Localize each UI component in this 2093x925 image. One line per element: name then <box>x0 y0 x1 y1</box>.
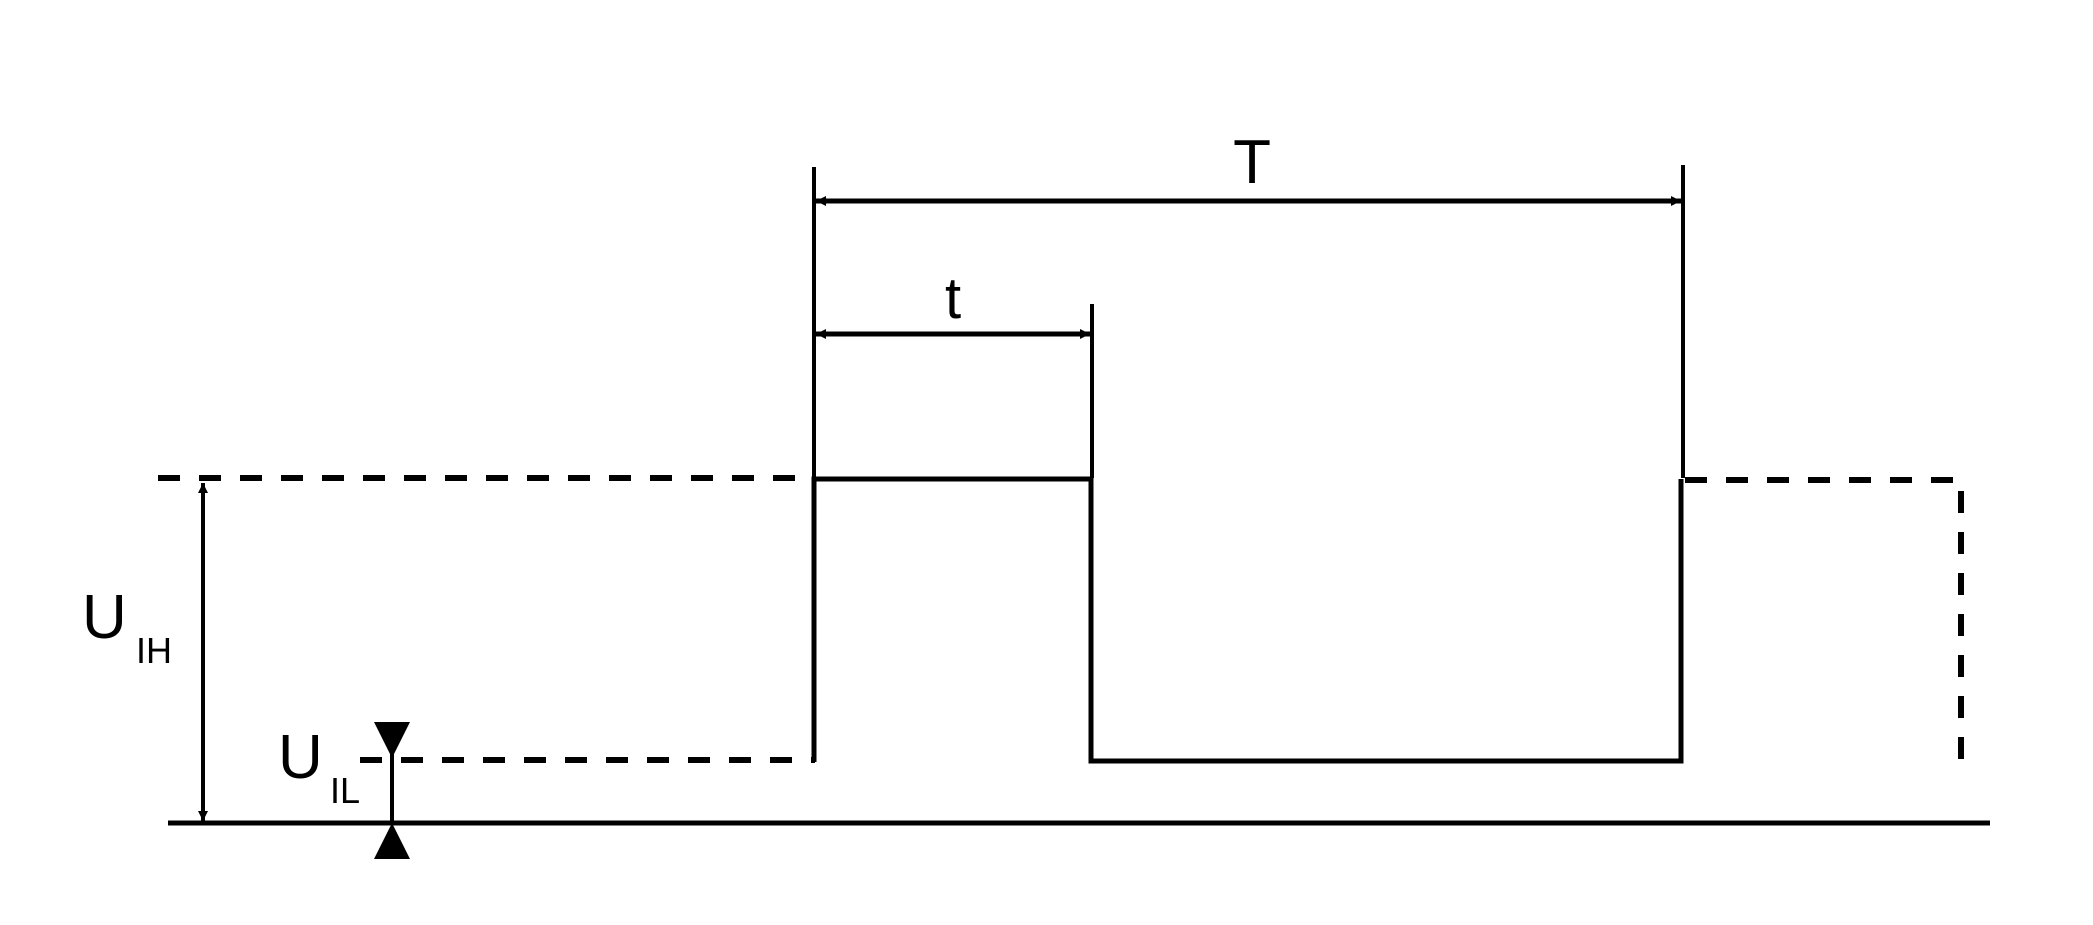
period-label: T <box>1233 128 1271 197</box>
u-il-top-arrowhead <box>374 722 410 758</box>
u-il-label: U <box>278 723 323 792</box>
next-period-dashed <box>1685 477 1964 770</box>
pulse-width-label: t <box>945 266 961 331</box>
u-il-bottom-arrowhead <box>374 823 410 859</box>
u-ih-label: U <box>82 583 127 652</box>
u-il-subscript: IL <box>330 770 360 811</box>
pulse-waveform <box>811 476 1684 764</box>
u-ih-subscript: IH <box>136 630 172 671</box>
